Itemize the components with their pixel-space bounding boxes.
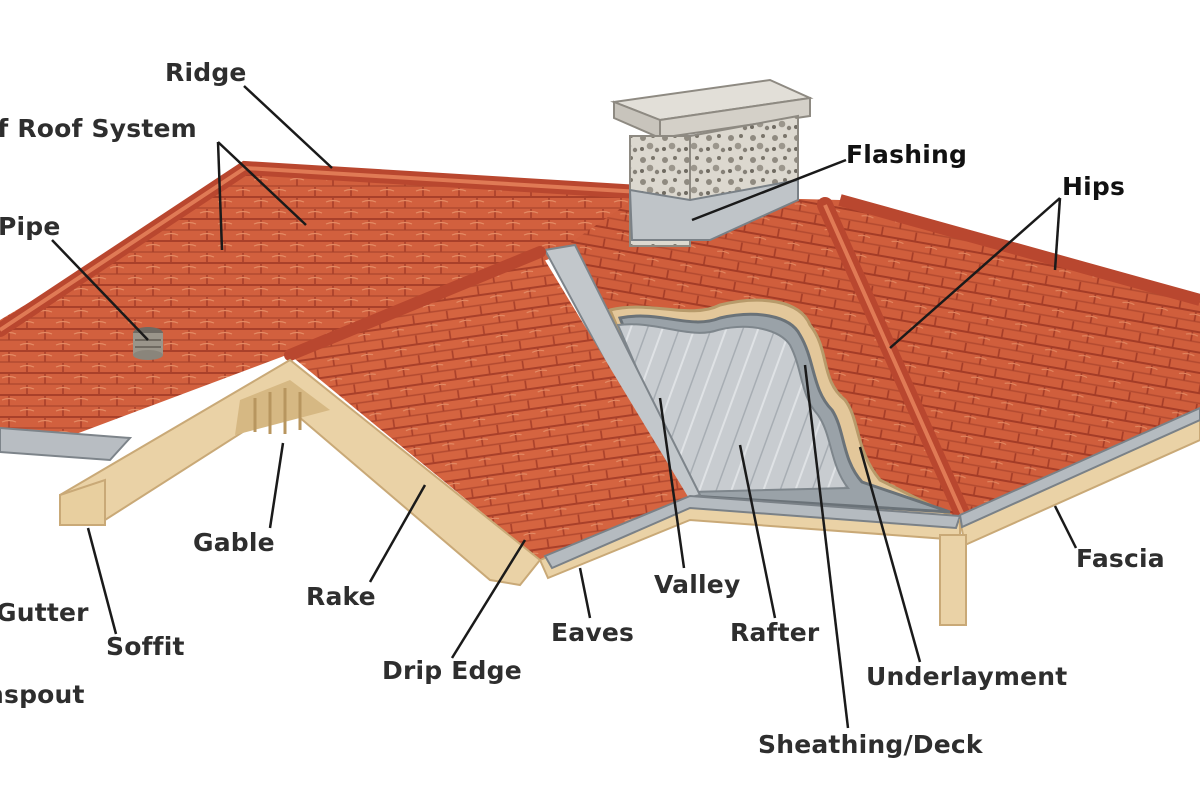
leader-rafter [738,444,777,619]
leader-rake [368,484,427,583]
label-flashing: Flashing [846,140,968,169]
label-drip-edge: Drip Edge [382,656,522,685]
leader-sheathing [803,364,850,729]
label-rafter: Rafter [730,618,820,647]
label-downspout: nspout [0,680,85,709]
label-rake: Rake [306,582,376,611]
leader-roof-system-b [217,141,307,226]
label-gutter: Gutter [0,598,89,627]
leader-hips-a [889,197,1061,349]
label-hips: Hips [1062,172,1126,201]
leader-drip-edge [450,539,527,659]
label-roof-system: of Roof System [0,114,197,143]
leader-hips-b [1053,197,1062,271]
leader-lines [51,85,1078,729]
leader-soffit [86,527,118,635]
roof-plane-left [0,170,640,440]
corner-post [939,534,967,626]
leader-underlayment [858,446,922,663]
label-vent-pipe: Pipe [0,212,61,241]
leader-roof-system-a [216,141,224,251]
right-gutter [958,406,1200,529]
roof-plane-front-gable [290,252,690,560]
leader-gable [268,442,285,529]
label-underlayment: Underlayment [866,662,1068,691]
leader-ridge [243,85,333,169]
label-gable: Gable [193,528,275,557]
vent-pipe [133,327,163,360]
label-valley: Valley [654,570,741,599]
label-sheathing-deck: Sheathing/Deck [758,730,983,759]
label-eaves: Eaves [551,618,635,647]
leader-flashing [691,158,847,222]
leader-fascia [1053,505,1078,549]
label-soffit: Soffit [106,632,185,661]
label-fascia: Fascia [1076,544,1165,573]
front-gutter [543,494,962,570]
leader-vent-pipe [51,239,149,341]
label-ridge: Ridge [165,58,247,87]
left-gutter [0,426,133,462]
leader-valley [658,397,686,569]
soffit-board [59,478,106,526]
leader-eaves [578,567,592,619]
